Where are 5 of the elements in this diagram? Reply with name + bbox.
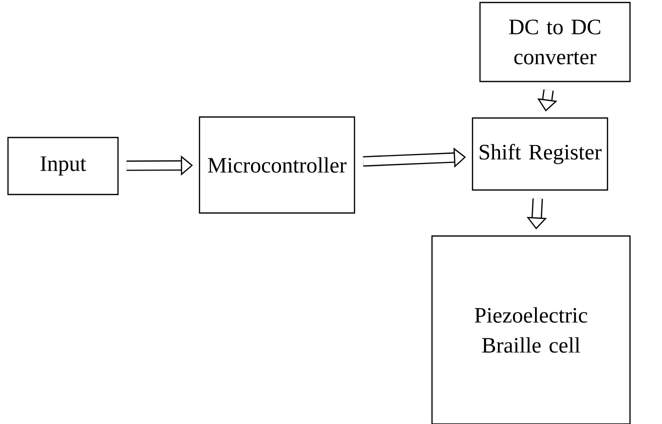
block-box: Piezoelectric Braille cell: [431, 235, 631, 424]
block-box: Input: [7, 136, 119, 196]
block-box: Microcontroller: [198, 116, 356, 214]
block-box: Shift Register: [472, 117, 608, 191]
block-box: DC to DC converter: [479, 2, 631, 82]
